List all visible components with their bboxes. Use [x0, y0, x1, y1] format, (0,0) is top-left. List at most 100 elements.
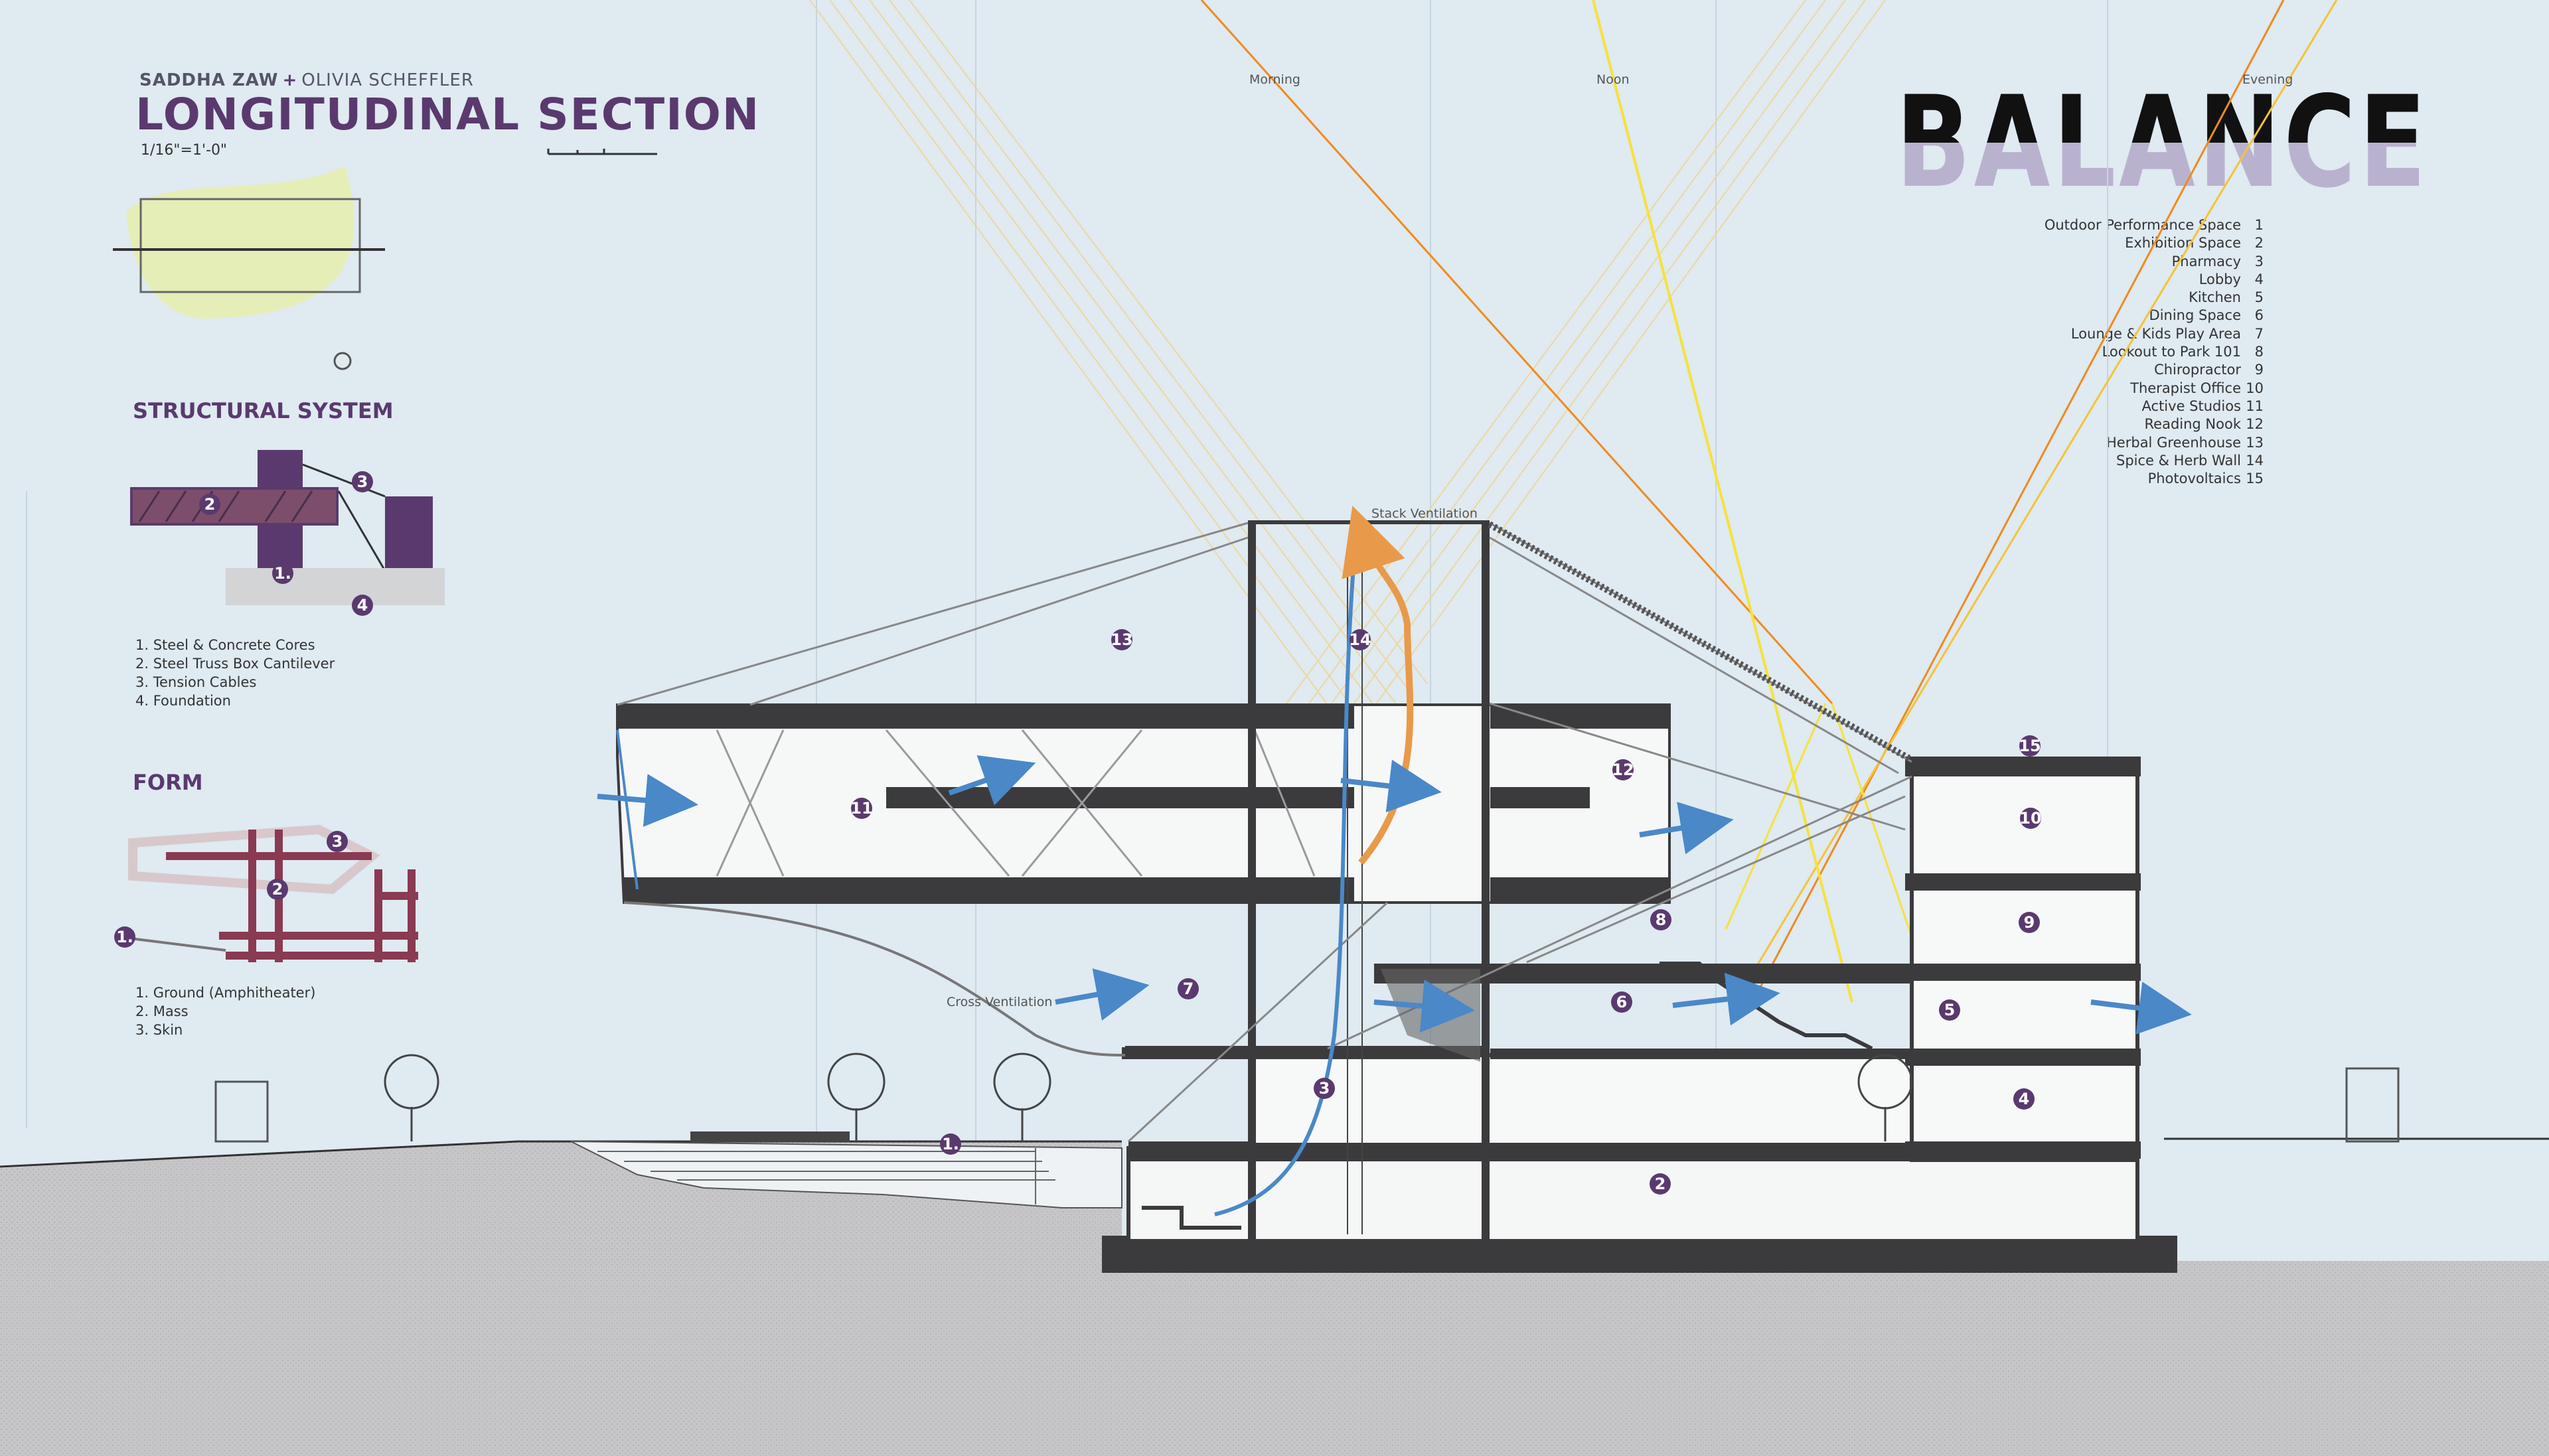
legend-number: 10	[2246, 380, 2264, 396]
marker-label: 2	[1655, 1175, 1666, 1193]
legend-number: 15	[2246, 471, 2264, 487]
trees	[384, 1053, 1913, 1141]
marker-label: 10	[2019, 809, 2041, 828]
time-label-noon: Noon	[1596, 72, 1630, 87]
legend-number: 7	[2254, 325, 2264, 342]
marker-label: 3	[357, 473, 368, 491]
legend-row: Therapist Office 10	[2005, 380, 2264, 398]
legend-label: Herbal Greenhouse	[2106, 434, 2241, 451]
page-title: LONGITUDINAL SECTION	[135, 89, 761, 140]
legend-number: 1	[2254, 217, 2264, 233]
marker-label: 8	[1656, 910, 1667, 929]
legend-label: Therapist Office	[2130, 380, 2241, 396]
legend-number: 14	[2246, 452, 2264, 469]
cross-ventilation-label: Cross Ventilation	[947, 995, 1052, 1009]
author-primary: SADDHA ZAW	[139, 70, 279, 90]
scale-bar	[547, 149, 657, 155]
list-item: 3. Tension Cables	[135, 674, 257, 690]
legend-number: 8	[2254, 344, 2264, 360]
marker-label: 4	[357, 596, 368, 615]
legend-row: Photovoltaics 15	[2005, 470, 2264, 488]
form-heading: FORM	[133, 770, 203, 795]
legend-row: Lounge & Kids Play Area 7	[2005, 325, 2264, 343]
legend-label: Exhibition Space	[2125, 235, 2241, 252]
marker-label: 9	[2024, 913, 2035, 932]
marker-label: 1.	[274, 564, 291, 583]
legend-label: Dining Space	[2149, 307, 2241, 324]
brand-word-shadow: BALANCE	[1896, 69, 2430, 216]
list-item: 1. Ground (Amphitheater)	[135, 985, 316, 1001]
legend-number: 9	[2254, 362, 2264, 378]
legend-row: Lobby 4	[2005, 271, 2264, 289]
legend-label: Outdoor Performance Space	[2044, 217, 2241, 233]
legend-row: Outdoor Performance Space 1	[2005, 216, 2264, 234]
legend-number: 5	[2254, 289, 2264, 306]
core-left	[1248, 523, 1256, 1246]
legend-number: 2	[2254, 235, 2264, 252]
legend-row: Kitchen 5	[2005, 289, 2264, 307]
list-item: 1. Steel & Concrete Cores	[135, 637, 315, 653]
form-list: 1. Ground (Amphitheater) 2. Mass 3. Skin	[135, 983, 315, 1039]
marker-label: 11	[850, 799, 872, 818]
legend-row: Chiropractor 9	[2005, 361, 2264, 379]
legend-number: 13	[2246, 434, 2264, 451]
legend-row: Spice & Herb Wall 14	[2005, 452, 2264, 470]
marker-label: 1.	[942, 1135, 959, 1153]
marker-label: 15	[2019, 737, 2041, 755]
legend-label: Spice & Herb Wall	[2116, 452, 2241, 469]
marker-label: 5	[1944, 1001, 1956, 1019]
legend-label: Kitchen	[2189, 289, 2241, 306]
marker-label: 2	[272, 880, 283, 899]
marker-label: 1.	[116, 928, 133, 946]
skin-curve	[623, 901, 1129, 1056]
list-item: 3. Skin	[135, 1022, 183, 1038]
site-plan	[113, 166, 385, 370]
truss-diagonals	[716, 729, 1316, 877]
marker-label: 14	[1349, 630, 1371, 649]
marker-label: 2	[204, 495, 216, 514]
drawing-labels: Morning Noon Evening Stack Ventilation C…	[947, 72, 2293, 1009]
amphitheater	[570, 1131, 1122, 1208]
structural-system-list: 1. Steel & Concrete Cores 2. Steel Truss…	[135, 636, 335, 710]
legend-row: Exhibition Space 2	[2005, 234, 2264, 252]
list-item: 2. Mass	[135, 1003, 189, 1019]
marker-label: 3	[332, 832, 343, 851]
legend-label: Chiropractor	[2154, 362, 2241, 378]
legend-label: Photovoltaics	[2147, 471, 2241, 487]
ground	[0, 1141, 2549, 1456]
time-label-evening: Evening	[2242, 72, 2293, 87]
author-secondary: OLIVIA SCHEFFLER	[301, 70, 474, 90]
legend-number: 6	[2254, 307, 2264, 324]
marker-label: 3	[1319, 1079, 1330, 1098]
stack-ventilation-label: Stack Ventilation	[1371, 506, 1478, 521]
legend-number: 11	[2246, 398, 2264, 414]
scale-note: 1/16"=1'-0"	[141, 142, 228, 159]
legend-label: Lobby	[2199, 271, 2241, 287]
section-markers: 1. 2 3 4 5 6 7 8 9 10 11 12 13 14 15 3 2…	[114, 471, 2042, 1195]
author-credits: SADDHA ZAW+OLIVIA SCHEFFLER	[139, 70, 474, 90]
marker-label: 6	[1616, 993, 1628, 1011]
marker-label: 4	[2019, 1090, 2030, 1108]
airflow	[597, 506, 2192, 1216]
legend-row: Dining Space 6	[2005, 307, 2264, 325]
brand-word: BALANCE	[1896, 69, 2430, 216]
legend-row: Active Studios 11	[2005, 398, 2264, 415]
legend-label: Active Studios	[2141, 398, 2241, 414]
structural-system-heading: STRUCTURAL SYSTEM	[133, 398, 394, 423]
form-diagram	[119, 824, 418, 962]
time-label-morning: Morning	[1249, 72, 1300, 87]
legend-label: Lounge & Kids Play Area	[2070, 325, 2241, 342]
legend-number: 3	[2254, 253, 2264, 269]
marker-label: 12	[1612, 761, 1634, 779]
legend-row: Herbal Greenhouse 13	[2005, 434, 2264, 452]
trucks	[214, 1067, 2400, 1143]
core-right	[1482, 523, 1490, 1246]
legend-number: 12	[2246, 416, 2264, 433]
brand-logo: BALANCE BALANCE	[1896, 80, 2426, 212]
legend-row: Reading Nook 12	[2005, 415, 2264, 433]
program-legend: Outdoor Performance Space 1 Exhibition Sp…	[2005, 216, 2264, 488]
legend-label: Reading Nook	[2144, 416, 2241, 433]
legend-number: 4	[2254, 271, 2264, 287]
